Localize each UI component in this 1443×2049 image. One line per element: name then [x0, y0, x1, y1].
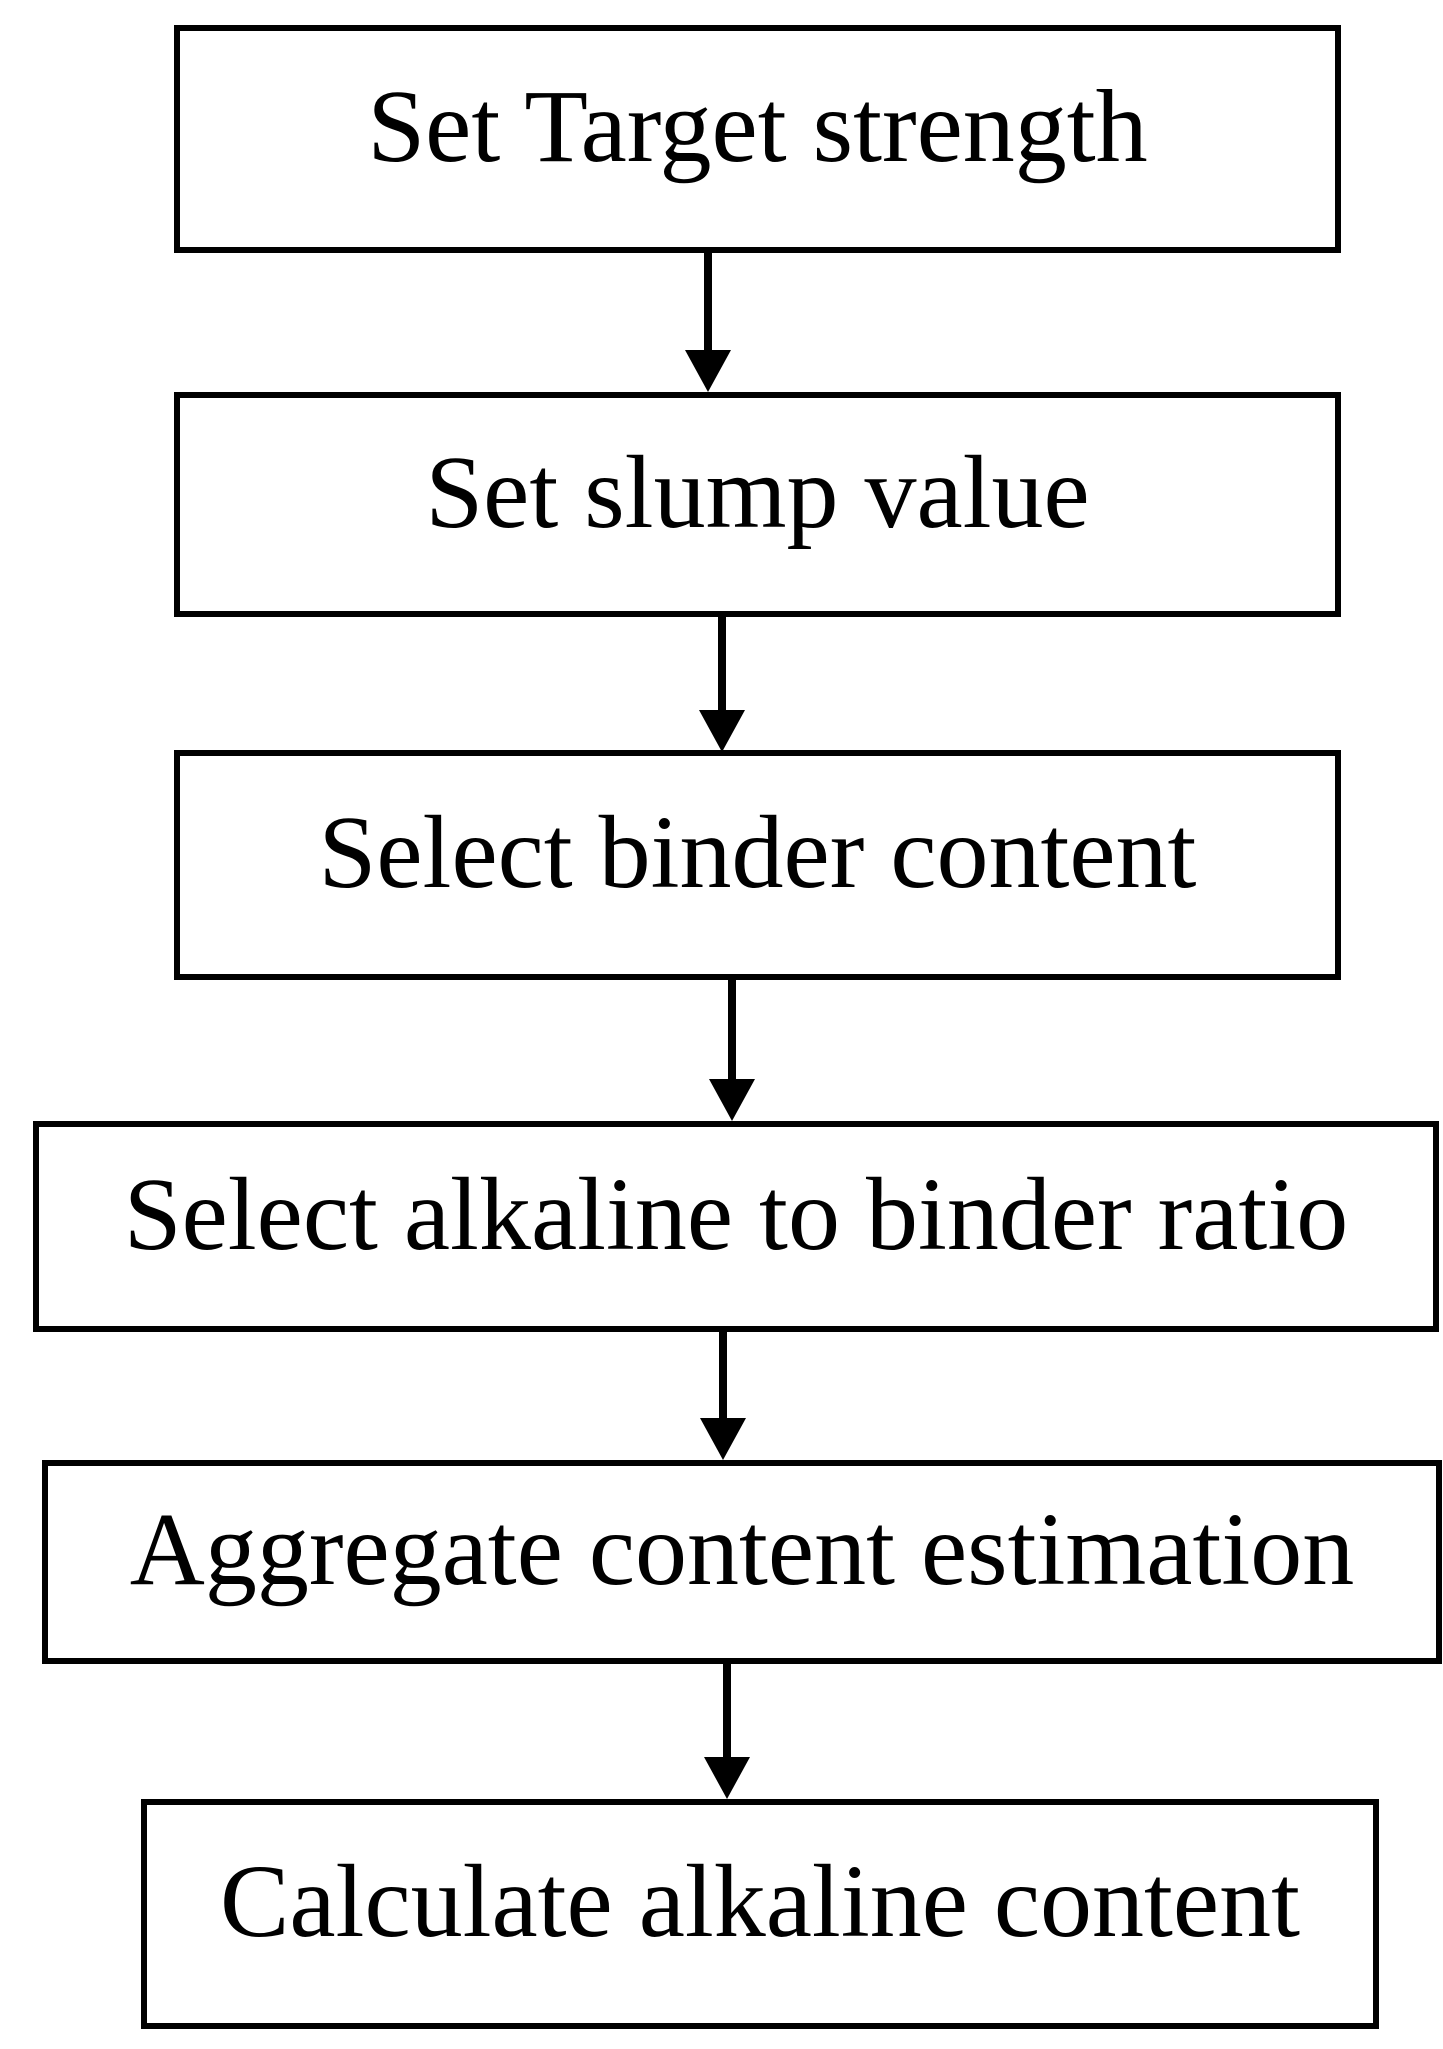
flow-step-label: Set slump value	[425, 434, 1090, 550]
arrowhead-down-icon	[704, 1757, 750, 1799]
arrowhead-down-icon	[709, 1079, 755, 1121]
flow-step-label: Select alkaline to binder ratio	[123, 1156, 1349, 1272]
arrow-shaft	[728, 980, 736, 1079]
arrow-shaft	[719, 1326, 727, 1418]
arrowhead-down-icon	[700, 1418, 746, 1460]
flow-step-label: Select binder content	[318, 795, 1197, 910]
arrow-shaft	[704, 253, 712, 350]
arrow-shaft	[718, 617, 726, 710]
arrowhead-down-icon	[685, 350, 731, 392]
flow-step-select-alkaline-to-binder-ratio: Select alkaline to binder ratio	[33, 1121, 1439, 1332]
flow-step-set-target-strength: Set Target strength	[174, 25, 1341, 253]
flow-step-aggregate-content-estimation: Aggregate content estimation	[42, 1460, 1442, 1664]
flow-step-select-binder-content: Select binder content	[174, 750, 1341, 980]
flow-step-label: Set Target strength	[367, 69, 1148, 184]
flow-step-calculate-alkaline-content: Calculate alkaline content	[141, 1799, 1379, 2029]
flow-step-label: Calculate alkaline content	[220, 1844, 1300, 1959]
flow-step-label: Aggregate content estimation	[129, 1492, 1355, 1607]
arrowhead-down-icon	[699, 710, 745, 752]
flow-step-set-slump-value: Set slump value	[174, 392, 1341, 617]
arrow-shaft	[723, 1658, 731, 1757]
